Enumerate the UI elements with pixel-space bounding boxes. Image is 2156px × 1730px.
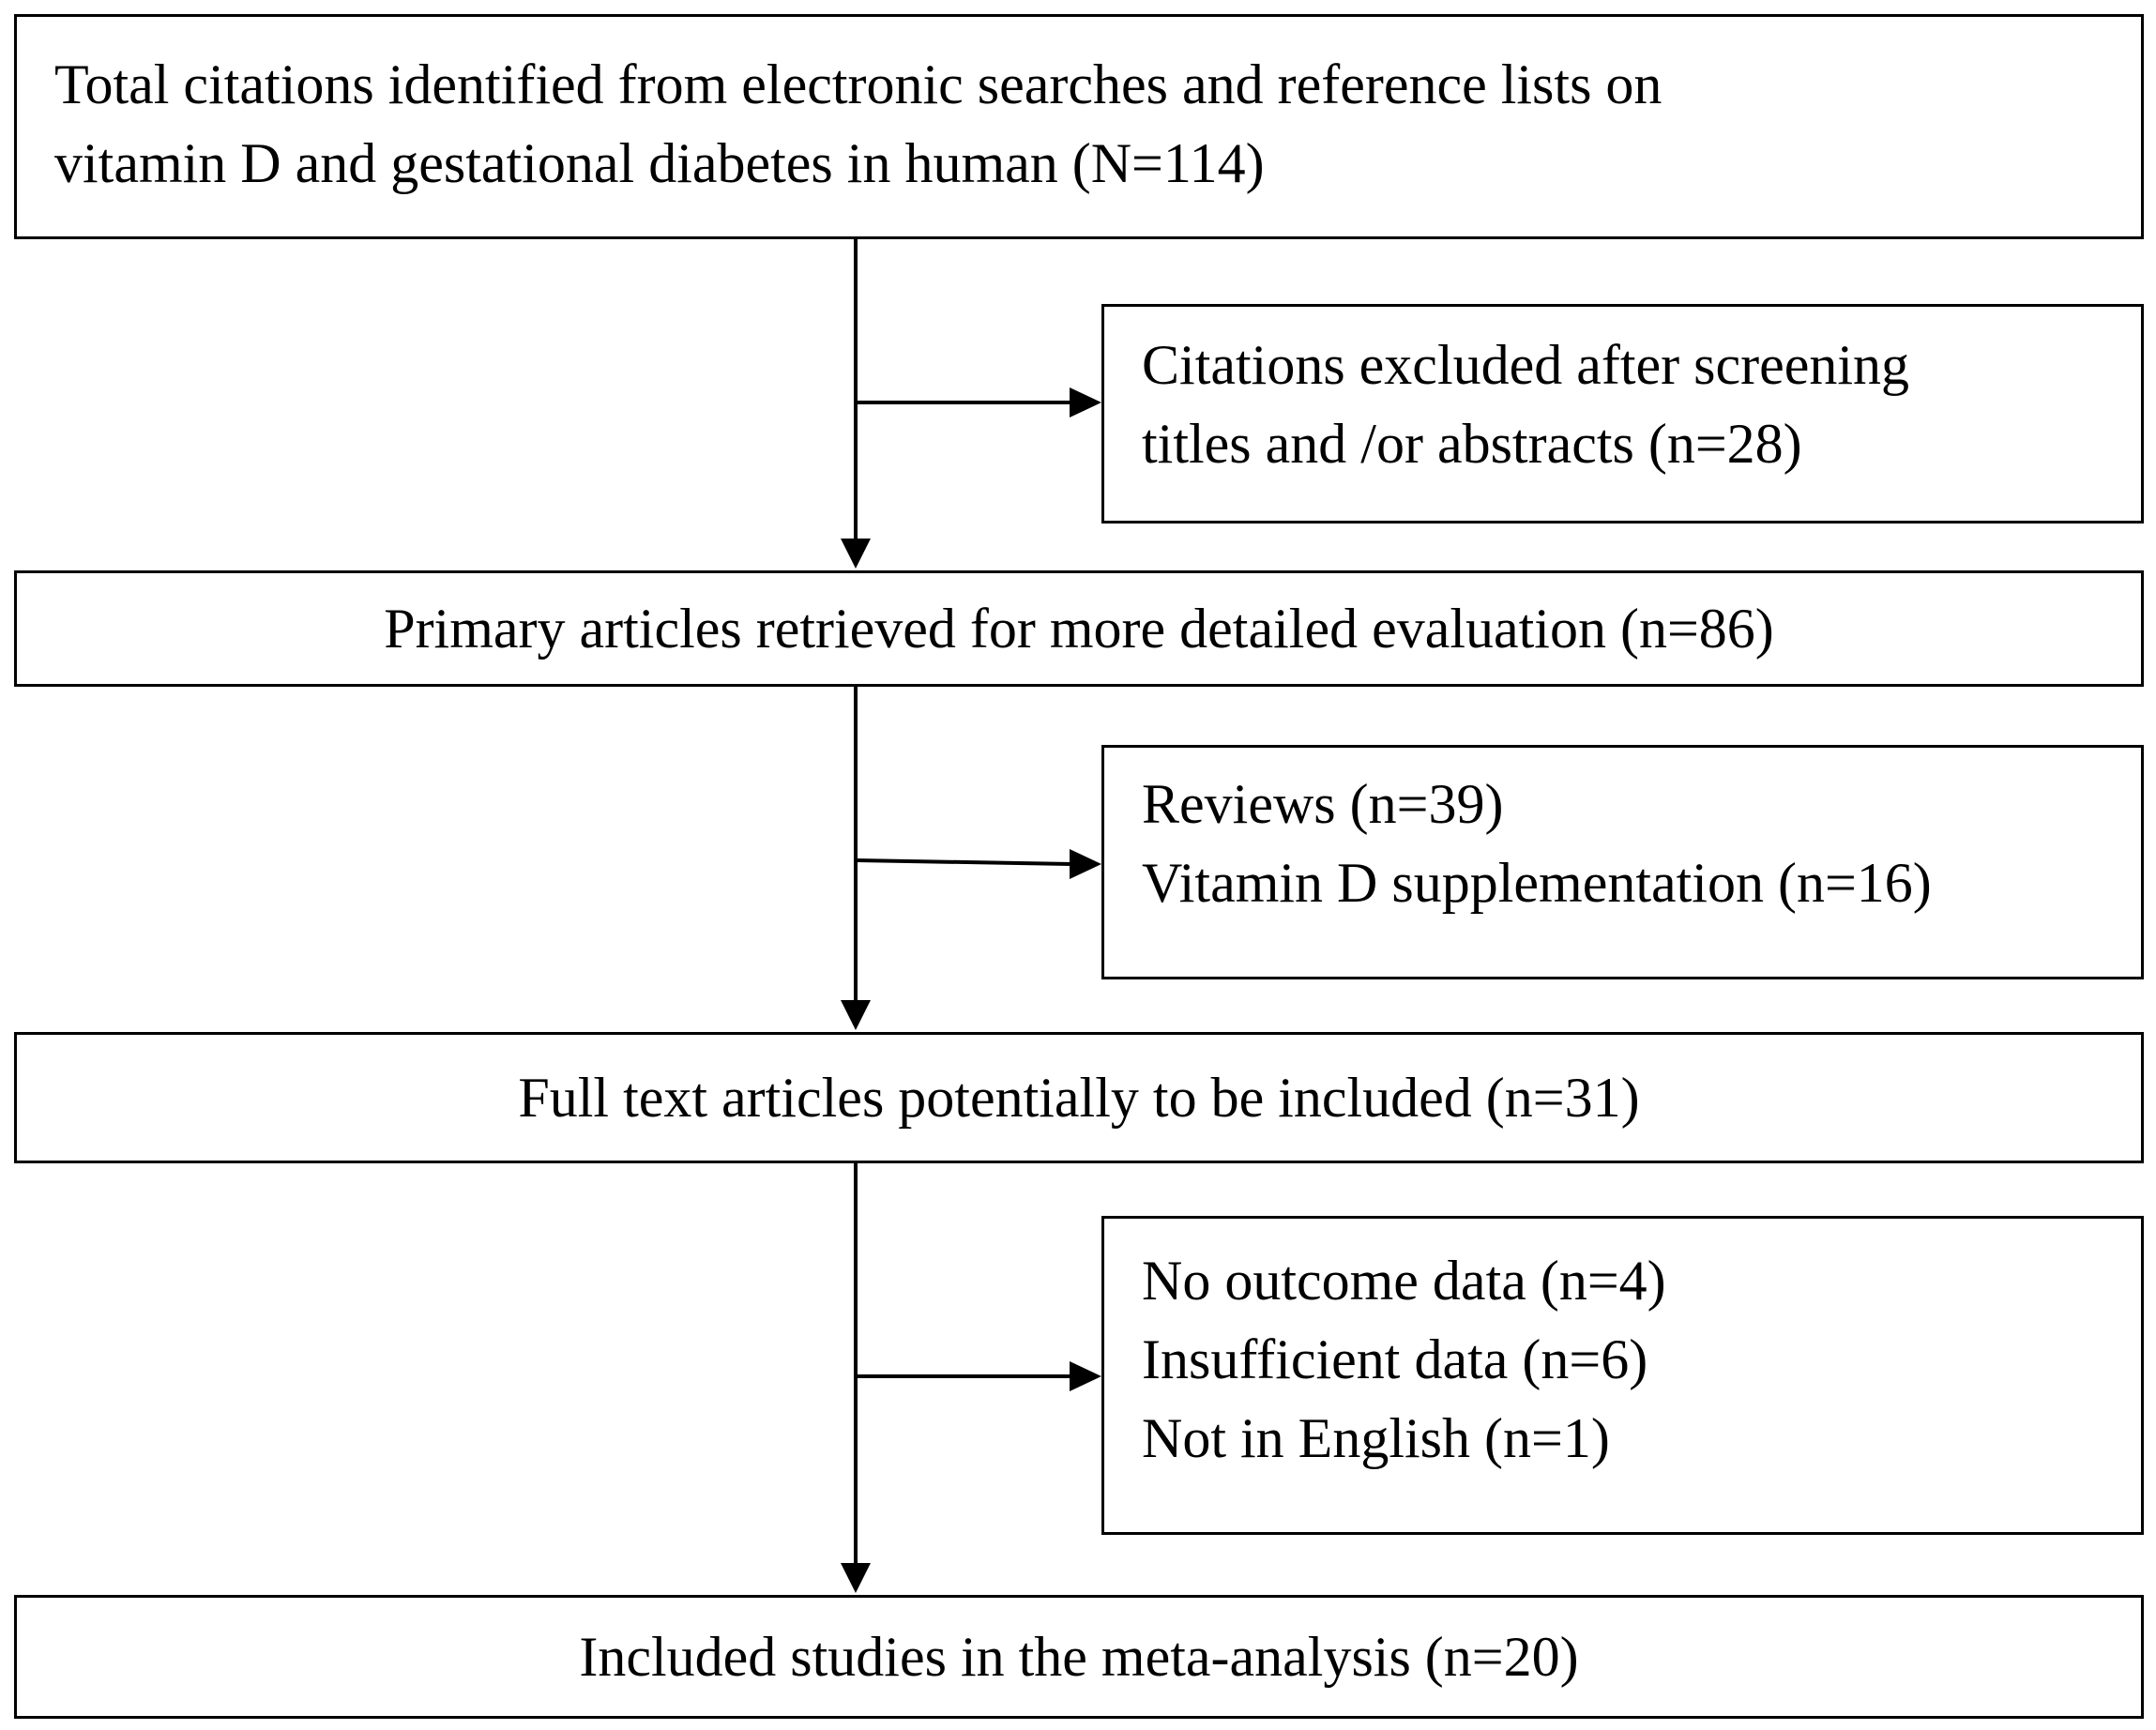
side-arrow-2-head (1070, 849, 1101, 879)
down-arrow-3-head (841, 1563, 871, 1593)
excluded-evaluation-line-1: Reviews (n=39) (1142, 773, 1504, 835)
retrieved-box: Primary articles retrieved for more deta… (14, 570, 2144, 687)
full-text-box: Full text articles potentially to be inc… (14, 1032, 2144, 1163)
excluded-screening-box: Citations excluded after screening title… (1101, 304, 2144, 524)
excluded-full-text-line-1: No outcome data (n=4) (1142, 1250, 1666, 1312)
excluded-evaluation-line-2: Vitamin D supplementation (n=16) (1142, 852, 1932, 914)
excluded-full-text-box: No outcome data (n=4) Insufficient data … (1101, 1216, 2144, 1535)
side-arrow-3-head (1070, 1361, 1101, 1391)
identified-line-1: Total citations identified from electron… (54, 53, 1663, 115)
down-arrow-2-head (841, 1000, 871, 1030)
side-arrow-2-shaft (855, 858, 1072, 866)
excluded-evaluation-box: Reviews (n=39) Vitamin D supplementation… (1101, 745, 2144, 979)
side-arrow-1-head (1070, 387, 1101, 417)
included-text: Included studies in the meta-analysis (n… (579, 1626, 1579, 1688)
excluded-full-text-line-3: Not in English (n=1) (1142, 1407, 1610, 1469)
identified-box: Total citations identified from electron… (14, 14, 2144, 239)
identified-line-2: vitamin D and gestational diabetes in hu… (54, 132, 1265, 194)
retrieved-text: Primary articles retrieved for more deta… (384, 598, 1774, 660)
full-text-text: Full text articles potentially to be inc… (518, 1067, 1640, 1129)
excluded-screening-line-1: Citations excluded after screening (1142, 334, 1910, 396)
down-arrow-1-head (841, 539, 871, 569)
included-box: Included studies in the meta-analysis (n… (14, 1595, 2144, 1719)
excluded-screening-line-2: titles and /or abstracts (n=28) (1142, 413, 1802, 475)
excluded-full-text-line-2: Insufficient data (n=6) (1142, 1328, 1648, 1390)
